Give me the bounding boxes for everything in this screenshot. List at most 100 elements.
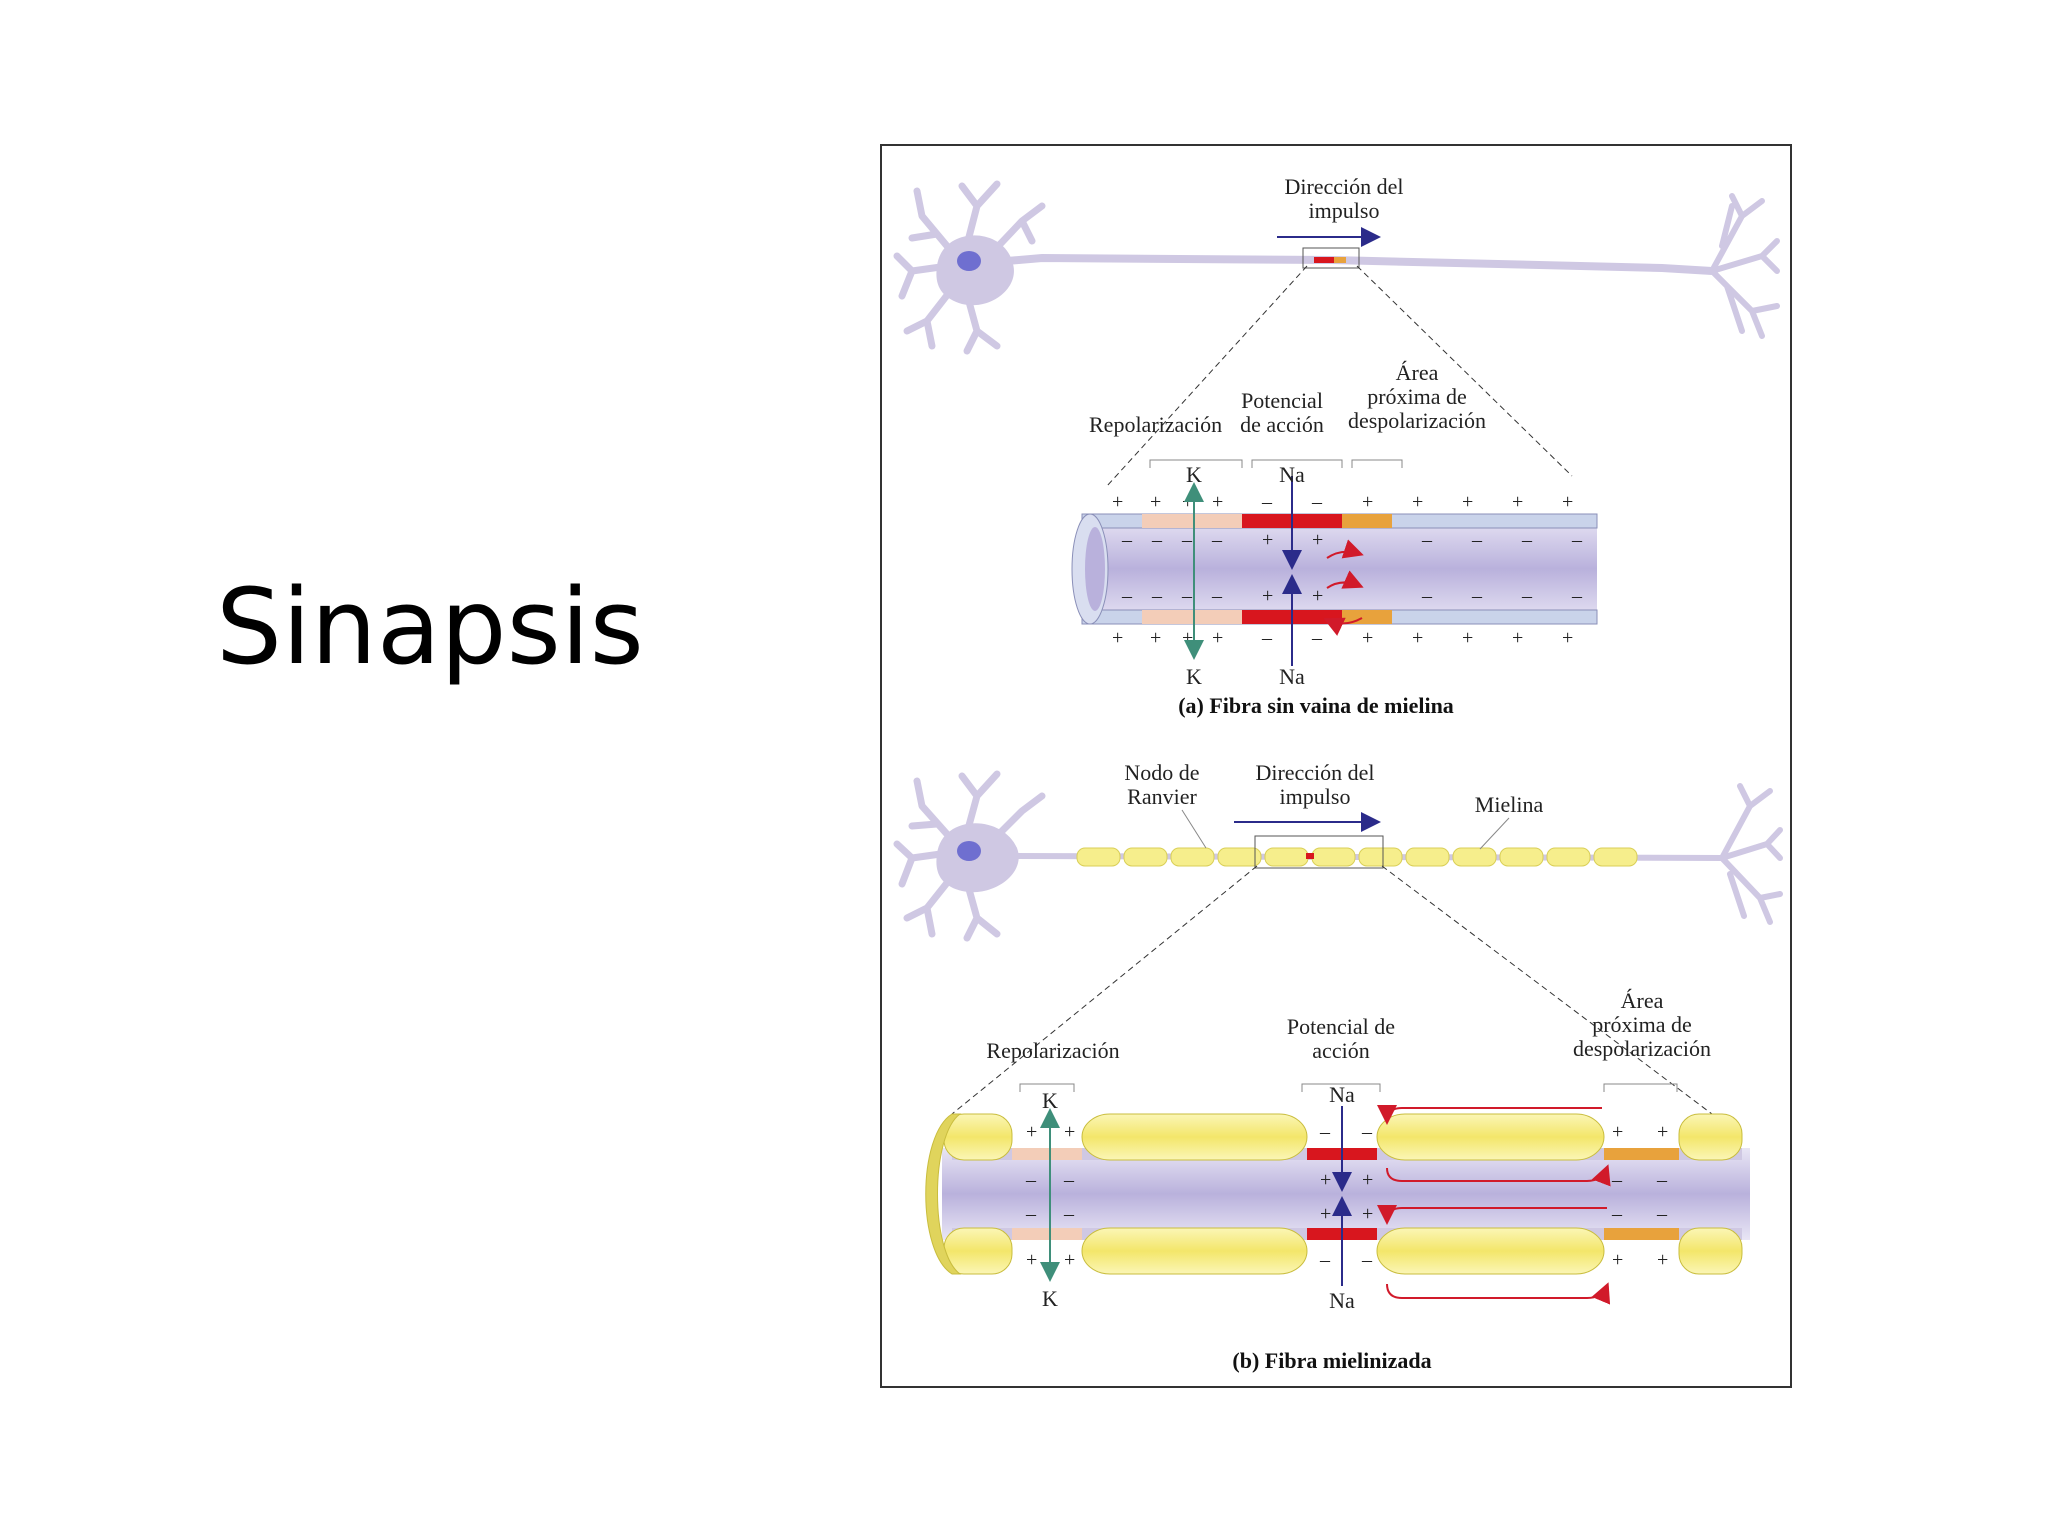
svg-text:+: + <box>1112 491 1123 513</box>
svg-text:+: + <box>1212 491 1223 513</box>
nucleus-icon <box>957 251 981 271</box>
svg-text:+: + <box>1320 1169 1331 1191</box>
svg-text:+: + <box>1362 1203 1373 1225</box>
zoom-line-b-left <box>951 865 1258 1115</box>
svg-text:–: – <box>1311 491 1323 513</box>
svg-text:–: – <box>1311 627 1323 649</box>
svg-text:+: + <box>1657 1249 1668 1271</box>
svg-text:–: – <box>1121 529 1133 551</box>
repolarization-segment-top-a <box>1142 514 1242 528</box>
brackets-b <box>1019 1083 1678 1092</box>
svg-text:–: – <box>1151 585 1163 607</box>
na-ion-label-a-top: Na <box>1279 462 1305 487</box>
zoom-line-b-right <box>1381 865 1713 1115</box>
svg-text:–: – <box>1121 585 1133 607</box>
brackets-a <box>1149 459 1403 468</box>
svg-text:+: + <box>1312 529 1323 551</box>
myelin-label: Mielina <box>1475 792 1544 817</box>
svg-text:+: + <box>1412 491 1423 513</box>
svg-text:–: – <box>1611 1203 1623 1225</box>
axon-opening-inner-a <box>1085 527 1105 611</box>
svg-text:–: – <box>1571 585 1583 607</box>
near-area-label-b-2: próxima de <box>1592 1012 1692 1037</box>
caption-b: (b) Fibra mielinizada <box>1232 1348 1431 1373</box>
svg-text:–: – <box>1471 529 1483 551</box>
svg-text:–: – <box>1261 491 1273 513</box>
svg-text:+: + <box>1462 627 1473 649</box>
svg-text:+: + <box>1112 627 1123 649</box>
svg-text:+: + <box>1562 491 1573 513</box>
svg-text:–: – <box>1063 1169 1075 1191</box>
svg-text:–: – <box>1656 1203 1668 1225</box>
svg-text:–: – <box>1151 529 1163 551</box>
svg-text:–: – <box>1319 1121 1331 1143</box>
node-label-2: Ranvier <box>1127 784 1197 809</box>
svg-text:–: – <box>1319 1249 1331 1271</box>
local-current-arrow-a-3 <box>1323 617 1363 636</box>
zoom-line-a-left <box>1106 265 1308 487</box>
k-ion-label-b-bottom: K <box>1042 1286 1058 1311</box>
node-pointer <box>1181 809 1207 849</box>
svg-text:+: + <box>1362 1169 1373 1191</box>
action-potential-label-b-1: Potencial de <box>1287 1014 1395 1039</box>
repolarization-segment-bottom-a <box>1142 610 1242 624</box>
svg-text:–: – <box>1261 627 1273 649</box>
svg-text:–: – <box>1611 1169 1623 1191</box>
svg-text:–: – <box>1181 585 1193 607</box>
svg-text:–: – <box>1421 585 1433 607</box>
svg-text:+: + <box>1320 1203 1331 1225</box>
svg-text:+: + <box>1182 491 1193 513</box>
neuron-a: Dirección del impulso <box>893 174 1780 487</box>
na-ion-label-b-top: Na <box>1329 1082 1355 1107</box>
svg-text:+: + <box>1612 1121 1623 1143</box>
action-potential-label-b-2: acción <box>1312 1038 1369 1063</box>
svg-text:–: – <box>1521 529 1533 551</box>
depolarization-segment-bottom-b <box>1604 1228 1679 1240</box>
svg-text:+: + <box>1026 1249 1037 1271</box>
direction-label-a-2: impulso <box>1309 198 1380 223</box>
zoom-box-a <box>1302 247 1360 269</box>
near-area-label-a-3: despolarización <box>1348 408 1486 433</box>
action-potential-mark-a <box>1314 257 1334 263</box>
repolarization-segment-bottom-b <box>1012 1228 1082 1240</box>
svg-text:+: + <box>1412 627 1423 649</box>
local-current-arrow-b-3 <box>1377 1204 1607 1225</box>
zoom-box-b <box>1254 835 1384 869</box>
local-current-arrow-b-4 <box>1386 1282 1611 1305</box>
axon-interior-b <box>942 1148 1750 1240</box>
svg-text:–: – <box>1656 1169 1668 1191</box>
svg-text:–: – <box>1025 1169 1037 1191</box>
repolarization-segment-top-b <box>1012 1148 1082 1160</box>
repolarization-label-a: Repolarización <box>1089 412 1222 437</box>
na-ion-label-b-bottom: Na <box>1329 1288 1355 1313</box>
caption-a: (a) Fibra sin vaina de mielina <box>1178 693 1454 718</box>
myelin-pointer <box>1479 817 1510 850</box>
action-potential-label-a-1: Potencial <box>1241 388 1323 413</box>
near-area-label-a-2: próxima de <box>1367 384 1467 409</box>
svg-text:–: – <box>1421 529 1433 551</box>
svg-text:+: + <box>1512 627 1523 649</box>
action-potential-mark-b <box>1306 853 1314 859</box>
near-area-label-b-3: despolarización <box>1573 1036 1711 1061</box>
neuron-b: Dirección del impulso Nodo de Ranvier Mi… <box>893 760 1783 1115</box>
svg-text:+: + <box>1182 627 1193 649</box>
k-ion-label-b-top: K <box>1042 1088 1058 1113</box>
svg-text:+: + <box>1362 627 1373 649</box>
direction-label-a-1: Dirección del <box>1284 174 1403 199</box>
svg-text:+: + <box>1312 585 1323 607</box>
svg-text:+: + <box>1612 1249 1623 1271</box>
svg-text:+: + <box>1262 529 1273 551</box>
near-area-label-a-1: Área <box>1396 360 1439 385</box>
axon-interior-a <box>1082 514 1597 624</box>
svg-text:–: – <box>1471 585 1483 607</box>
svg-text:–: – <box>1211 529 1223 551</box>
svg-text:–: – <box>1571 529 1583 551</box>
svg-text:+: + <box>1562 627 1573 649</box>
na-ion-label-a-bottom: Na <box>1279 664 1305 689</box>
near-area-label-b-1: Área <box>1621 988 1664 1013</box>
nucleus-icon-b <box>957 841 981 861</box>
svg-text:+: + <box>1462 491 1473 513</box>
depolarization-mark-a <box>1334 257 1346 263</box>
svg-text:–: – <box>1361 1121 1373 1143</box>
direction-label-b-2: impulso <box>1280 784 1351 809</box>
